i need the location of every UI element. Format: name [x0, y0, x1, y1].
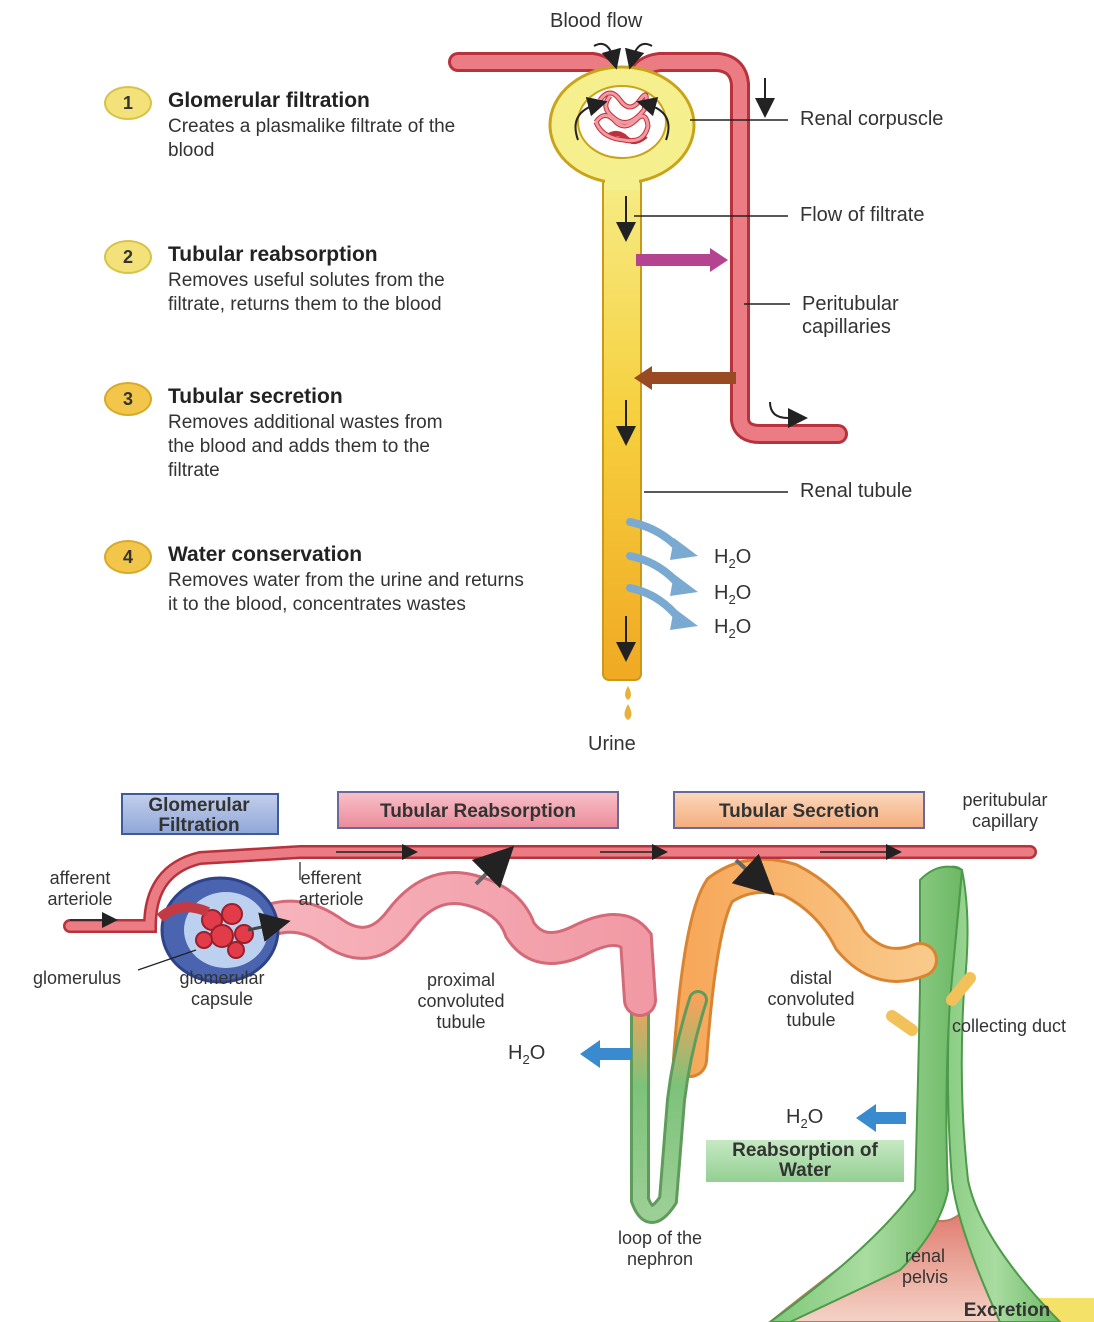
step-4-desc: Removes water from the urine and returns…: [168, 569, 538, 617]
distal-convoluted-tubule-label: distal convoluted tubule: [746, 968, 876, 1031]
tag-glomerular-filtration: Glomerular Filtration: [124, 796, 274, 836]
urine-label: Urine: [588, 733, 636, 756]
water-label-2: H2O: [714, 582, 751, 607]
tag-excretion: Excretion: [922, 1301, 1092, 1321]
step-3-desc: Removes additional wastes from the blood…: [168, 411, 468, 483]
efferent-arteriole-label: efferent arteriole: [276, 868, 386, 910]
glomerular-capsule-label: glomerular capsule: [156, 968, 288, 1010]
step-3-title: Tubular secretion: [168, 385, 343, 409]
step-1-desc: Creates a plasmalike filtrate of the blo…: [168, 115, 468, 163]
step-2-desc: Removes useful solutes from the filtrate…: [168, 269, 498, 317]
tag-tubular-reabsorption: Tubular Reabsorption: [340, 802, 616, 822]
step-1-badge: 1: [104, 86, 152, 120]
flow-of-filtrate-label: Flow of filtrate: [800, 204, 924, 227]
water-label-bottom-2: H2O: [786, 1106, 823, 1131]
step-1-title: Glomerular filtration: [168, 89, 370, 113]
afferent-arteriole-label: afferent arteriole: [22, 868, 138, 910]
blood-flow-label: Blood flow: [550, 10, 642, 33]
reabsorption-arrow: [636, 248, 728, 272]
tag-tubular-secretion: Tubular Secretion: [676, 802, 922, 822]
peritubular-capillaries-label: Peritubular capillaries: [802, 293, 962, 339]
step-4-title: Water conservation: [168, 543, 362, 567]
glomerulus-label: glomerulus: [12, 968, 142, 989]
water-label-3: H2O: [714, 616, 751, 641]
peritubular-capillary-label: peritubular capillary: [940, 790, 1070, 832]
water-label-1: H2O: [714, 546, 751, 571]
loop-of-the-nephron-label: loop of the nephron: [586, 1228, 734, 1270]
renal-tubule-shape: [603, 150, 641, 680]
step-2-title: Tubular reabsorption: [168, 243, 378, 267]
water-label-bottom-1: H2O: [508, 1042, 545, 1067]
step-2-badge: 2: [104, 240, 152, 274]
collecting-duct-label: collecting duct: [950, 1016, 1068, 1037]
proximal-convoluted-tubule-label: proximal convoluted tubule: [396, 970, 526, 1033]
tag-reabsorption-of-water: Reabsorption of Water: [708, 1141, 902, 1181]
water-arrow-bottom-1: [580, 1040, 632, 1068]
renal-tubule-label: Renal tubule: [800, 480, 912, 503]
secretion-arrow: [634, 366, 736, 390]
renal-corpuscle-label: Renal corpuscle: [800, 108, 943, 131]
step-3-badge: 3: [104, 382, 152, 416]
step-4-badge: 4: [104, 540, 152, 574]
water-arrow-bottom-2: [856, 1104, 906, 1132]
renal-pelvis-label: renal pelvis: [880, 1246, 970, 1288]
